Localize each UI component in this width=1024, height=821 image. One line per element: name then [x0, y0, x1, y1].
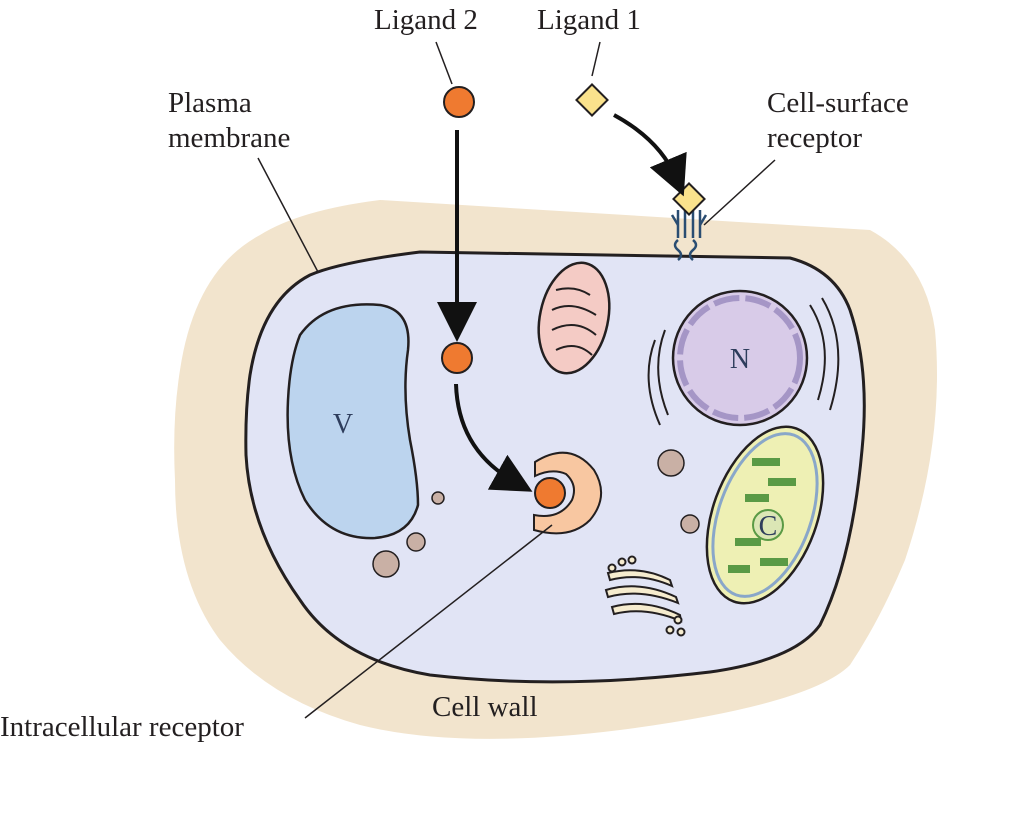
chloroplast-label: C: [759, 511, 778, 542]
intracellular-receptor-leader: [304, 524, 553, 719]
vesicle: [406, 532, 426, 552]
vesicle: [372, 550, 400, 578]
ligand-1-arrow: [613, 113, 687, 197]
vacuole: [286, 303, 420, 540]
plasma-membrane-label: Plasma membrane: [168, 87, 291, 154]
vacuole-label: V: [333, 409, 353, 440]
nucleus: N: [647, 289, 840, 427]
mitochondrion: [537, 261, 611, 375]
cell-surface-receptor: [670, 210, 708, 261]
golgi-apparatus: [604, 555, 686, 637]
cell-wall-label: Cell wall: [432, 691, 538, 723]
plasma-membrane-leader: [257, 157, 319, 273]
ligand-2-arrow-curve: [454, 383, 533, 492]
chloroplast: C: [705, 425, 825, 605]
ligand-2-in-cytoplasm: [441, 342, 473, 374]
ligand-2-bound: [534, 477, 566, 509]
vesicle: [431, 491, 445, 505]
ligand-1-icon: [575, 83, 609, 117]
ligand-2-label: Ligand 2: [374, 4, 478, 36]
vesicle: [680, 514, 700, 534]
ligand-2-leader: [435, 41, 453, 85]
ligand-1-label: Ligand 1: [537, 4, 641, 36]
cell-surface-receptor-leader: [703, 159, 776, 226]
ligand-1-leader: [591, 41, 601, 77]
intracellular-receptor-label: Intracellular receptor: [0, 711, 244, 743]
intracellular-receptor: [533, 451, 602, 535]
cell-surface-receptor-label: Cell-surface receptor: [767, 87, 909, 154]
ligand-2-icon: [443, 86, 475, 118]
nucleus-label: N: [730, 344, 750, 375]
ligand-1-bound: [672, 182, 706, 216]
vesicle: [657, 449, 685, 477]
